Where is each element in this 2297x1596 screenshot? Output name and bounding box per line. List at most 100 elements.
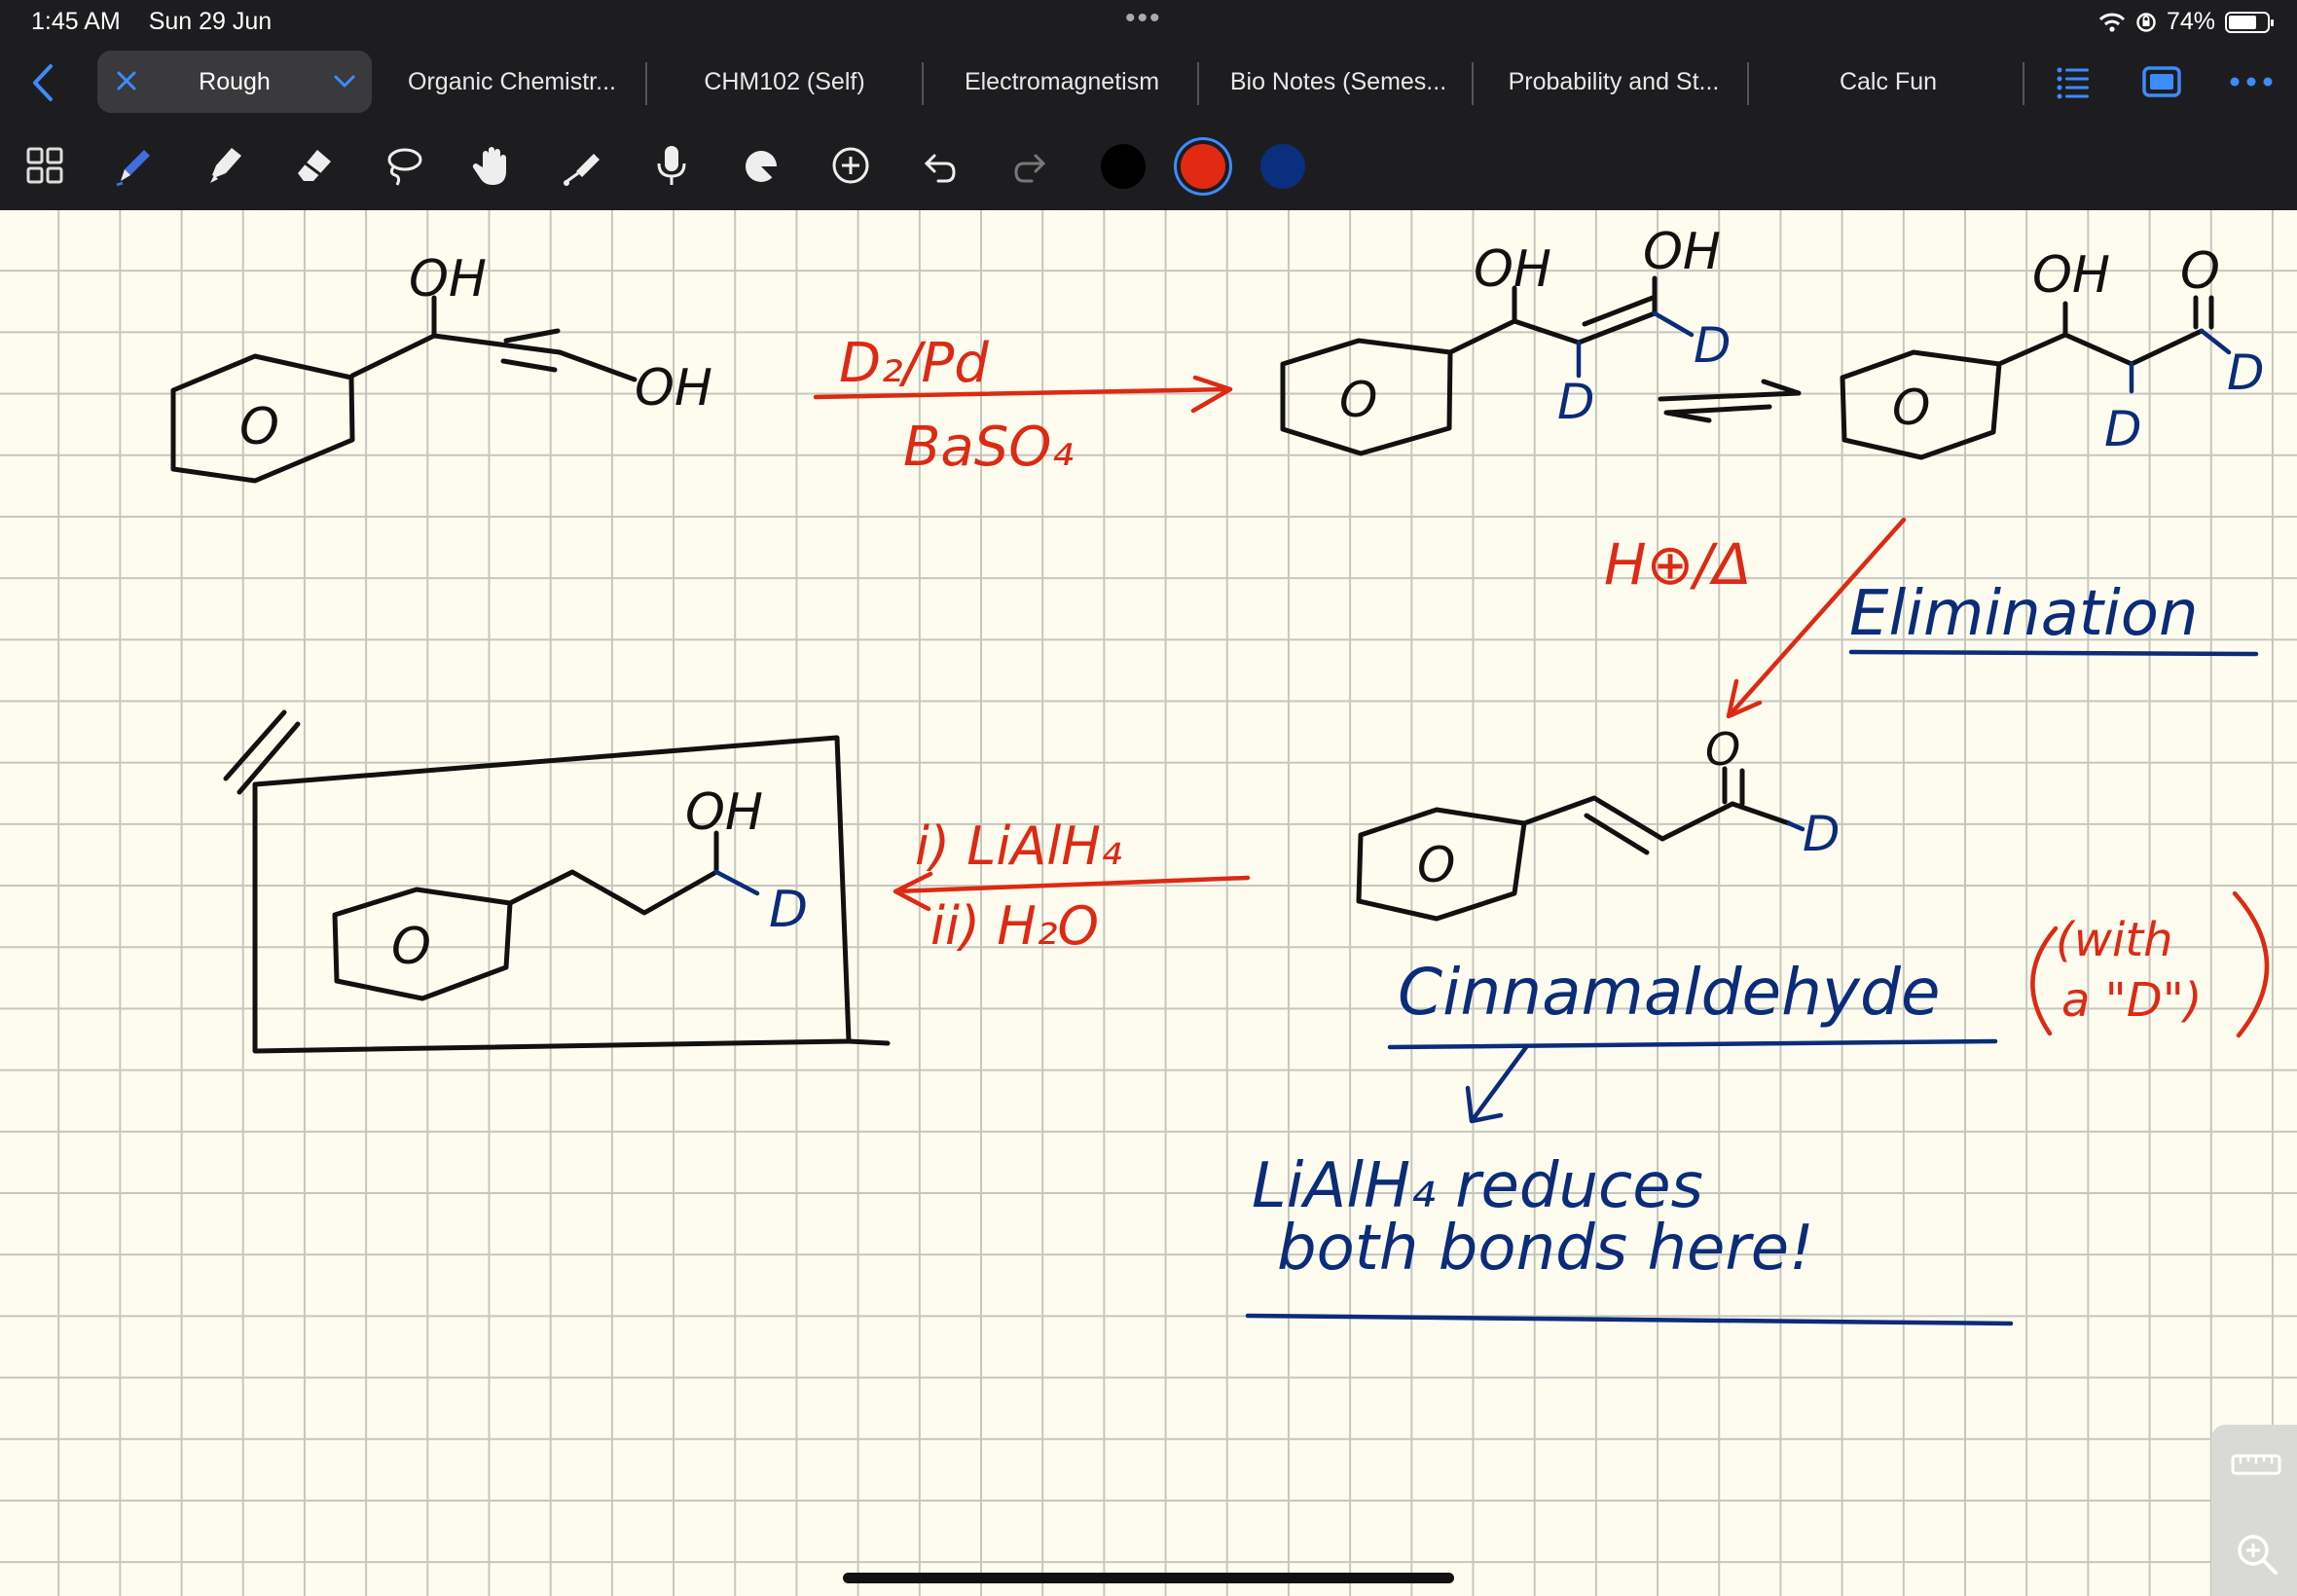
- cinnamaldehyde-label: Cinnamaldehyde: [1398, 955, 1941, 1030]
- answer-box-extension: [846, 1038, 891, 1046]
- reagent-label: H⊕/Δ: [1604, 531, 1751, 598]
- deuterium-bond: [2199, 328, 2232, 355]
- chevron-down-icon[interactable]: [331, 66, 358, 95]
- bond: [507, 869, 719, 916]
- reaction-arrow: [1726, 517, 1907, 719]
- deuterium-label: D: [1803, 806, 1841, 862]
- tab-chm102[interactable]: CHM102 (Self): [704, 67, 865, 95]
- deuterium-label: D: [769, 881, 808, 939]
- tab-divider: [645, 62, 647, 105]
- tab-calc-fun[interactable]: Calc Fun: [1839, 67, 1938, 95]
- tab-divider: [922, 62, 924, 105]
- deuterium-bond: [1786, 820, 1805, 832]
- hand-icon[interactable]: [469, 142, 516, 189]
- tab-bio-notes[interactable]: Bio Notes (Semes...: [1229, 67, 1447, 95]
- equilibrium-arrow: [1663, 404, 1772, 423]
- benzene-ring-label: O: [1892, 380, 1930, 436]
- bond: [349, 333, 437, 379]
- hydroxyl-label: OH: [1643, 223, 1721, 281]
- tab-probability[interactable]: Probability and St...: [1508, 67, 1720, 95]
- redo-icon[interactable]: [1006, 142, 1053, 189]
- benzene-ring-label: O: [239, 398, 279, 456]
- parenthesis: [2232, 890, 2270, 1038]
- reagent-step-label: i) LiAlH₄: [915, 816, 1122, 877]
- bond: [1521, 795, 1665, 842]
- outline-list-icon[interactable]: [2054, 62, 2093, 101]
- back-chevron-icon[interactable]: [25, 60, 64, 105]
- benzene-ring-label: O: [1339, 372, 1377, 428]
- corner-mark: [223, 709, 301, 795]
- bond: [1996, 301, 2068, 367]
- status-time: 1:45 AM: [31, 8, 121, 35]
- hydroxyl-label: OH: [2032, 246, 2110, 305]
- color-swatch-red[interactable]: [1181, 144, 1225, 189]
- carbonyl: [1722, 766, 1745, 807]
- bond: [1659, 801, 1735, 842]
- benzene-ring-label: O: [391, 918, 431, 976]
- carbonyl-oxygen-label: O: [1705, 723, 1740, 776]
- undo-icon[interactable]: [917, 142, 964, 189]
- carbonyl: [2193, 295, 2214, 330]
- thumbnails-icon[interactable]: [21, 142, 68, 189]
- orientation-lock-icon: [2136, 12, 2156, 32]
- tab-divider: [1747, 62, 1749, 105]
- laser-pointer-icon[interactable]: [559, 142, 605, 189]
- notebook-canvas[interactable]: OH OH OH OH OH O O OH O O O O O D₂/Pd Ba…: [0, 210, 2297, 1596]
- benzene-ring-label: O: [1417, 837, 1455, 893]
- double-bond: [1584, 813, 1650, 855]
- tab-rough[interactable]: Rough: [97, 51, 372, 113]
- lasso-icon[interactable]: [380, 142, 426, 189]
- status-indicators: 74%: [2098, 8, 2274, 36]
- benzene-ring-3: [1840, 349, 2002, 460]
- benzene-ring-5: [332, 887, 513, 1001]
- eraser-icon[interactable]: [290, 142, 337, 189]
- add-icon[interactable]: [827, 142, 874, 189]
- benzene-ring-2: [1280, 338, 1453, 456]
- multitask-dots-icon[interactable]: •••: [1125, 2, 1162, 34]
- zoom-icon[interactable]: [2235, 1532, 2279, 1577]
- deuterium-label: D: [2227, 345, 2265, 401]
- triple-bond: [431, 328, 563, 373]
- underline: [1848, 649, 2259, 657]
- status-clock: 1:45 AM Sun 29 Jun: [31, 8, 293, 36]
- annotation-text: (with: [2056, 913, 2173, 967]
- tab-label: Rough: [199, 68, 271, 95]
- shapes-icon[interactable]: [738, 142, 784, 189]
- parenthesis: [2030, 925, 2059, 1036]
- close-tab-icon[interactable]: [113, 64, 140, 97]
- wifi-icon: [2098, 13, 2126, 32]
- battery-icon: [2225, 11, 2274, 33]
- deuterium-label: D: [1557, 374, 1595, 430]
- deuterium-bond: [713, 869, 760, 896]
- battery-fill: [2229, 15, 2257, 29]
- reagent-step-label: ii) H₂O: [930, 895, 1099, 957]
- underline: [1245, 1313, 2014, 1326]
- deuterium-bond: [1652, 310, 1695, 338]
- color-swatch-blue[interactable]: [1260, 144, 1305, 189]
- top-bar: 1:45 AM Sun 29 Jun ••• 74% Rough Organic…: [0, 0, 2297, 210]
- pen-icon[interactable]: [111, 142, 158, 189]
- reaction-arrow: [893, 871, 1251, 912]
- home-indicator[interactable]: [843, 1573, 1454, 1583]
- color-swatch-black[interactable]: [1101, 144, 1146, 189]
- reagent-label: D₂/Pd: [839, 332, 989, 395]
- single-page-view-icon[interactable]: [2141, 62, 2182, 101]
- tab-electromagnetism[interactable]: Electromagnetism: [964, 67, 1160, 95]
- ruler-icon[interactable]: [2231, 1452, 2281, 1477]
- drawing-toolbar: [0, 138, 2297, 195]
- bond: [1730, 801, 1792, 826]
- handwritten-notes: OH OH OH OH OH O O OH O O O O O D₂/Pd Ba…: [170, 223, 2270, 1326]
- hydroxyl-label: OH: [1474, 240, 1551, 299]
- reaction-arrow: [813, 375, 1233, 414]
- microphone-icon[interactable]: [648, 142, 695, 189]
- tab-organic-chemistry[interactable]: Organic Chemistr...: [408, 67, 616, 95]
- highlighter-icon[interactable]: [201, 142, 247, 189]
- bond: [2129, 328, 2205, 367]
- tab-divider: [2023, 62, 2024, 105]
- double-bond: [1576, 295, 1658, 345]
- hydroxyl-label: OH: [409, 250, 487, 308]
- note-text: both bonds here!: [1277, 1213, 1814, 1285]
- bond: [557, 349, 638, 382]
- more-options-icon[interactable]: [2229, 62, 2274, 101]
- battery-percent: 74%: [2166, 8, 2215, 35]
